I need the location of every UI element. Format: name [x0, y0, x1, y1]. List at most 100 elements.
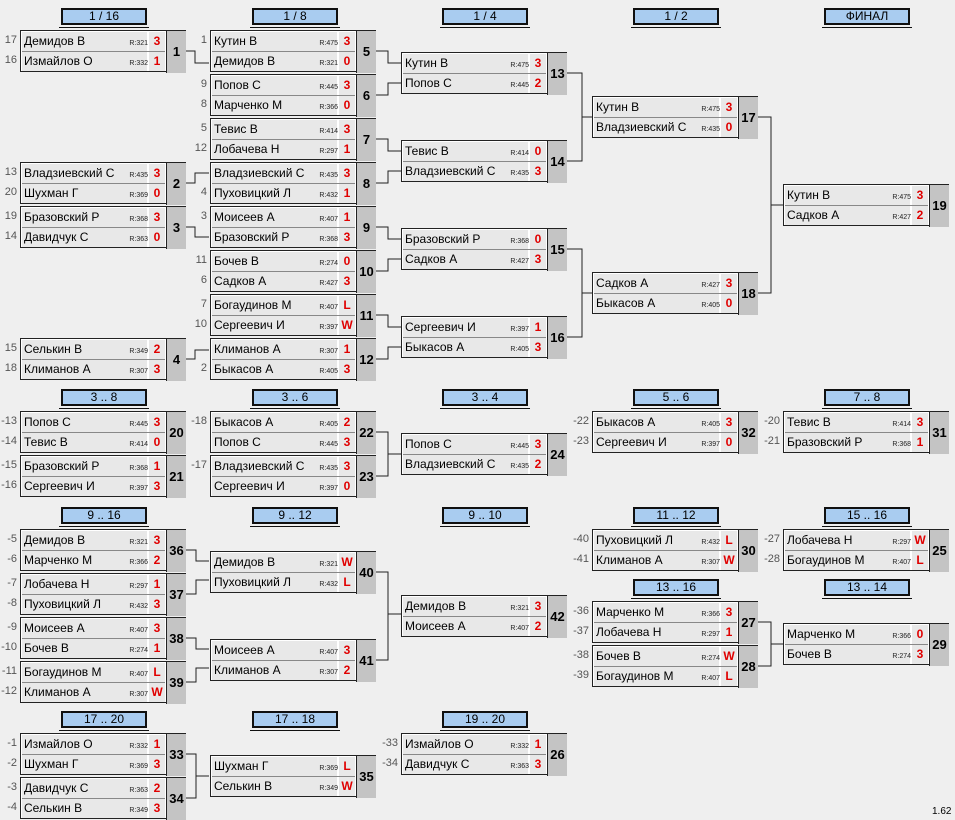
player-row: Бразовский Р R:368 0: [403, 230, 566, 249]
round-header-final: ФИНАЛ: [822, 8, 912, 28]
player-rating: R:369: [129, 763, 148, 770]
player-score: 3: [339, 120, 355, 139]
player-row: Селькин В R:349 2: [22, 340, 185, 359]
player-name: Владзиевский С: [594, 118, 719, 137]
seed-top: -20: [764, 415, 780, 427]
player-row: Давидчук С R:363 3: [403, 755, 566, 774]
player-rating: R:445: [510, 82, 529, 89]
player-name: Быкасов А: [594, 413, 719, 432]
match-box: Богаудинов М R:407 L Климанов А R:307 W …: [20, 661, 186, 704]
player-row: Марченко М R:366 3: [594, 603, 757, 622]
match-box: Бразовский Р R:368 0 Садков А R:427 3 15: [401, 228, 567, 271]
player-row: Быкасов А R:405 3: [594, 413, 757, 432]
match-number: 13: [547, 53, 567, 95]
player-score: 1: [339, 340, 355, 359]
player-name: Климанов А: [22, 683, 147, 702]
player-name: Лобачева Н: [594, 623, 719, 642]
player-rating: R:368: [319, 236, 338, 243]
player-row: Попов С R:445 3: [212, 76, 375, 95]
match-box: Кутин В R:475 3 Владзиевский С R:435 0 1…: [592, 96, 758, 139]
player-score: L: [912, 551, 928, 570]
player-name: Богаудинов М: [22, 663, 147, 682]
player-rating: R:349: [319, 785, 338, 792]
player-score: W: [912, 531, 928, 550]
player-rating: R:363: [129, 236, 148, 243]
player-rating: R:332: [129, 743, 148, 750]
seed-bottom: -12: [1, 685, 17, 697]
player-rating: R:332: [129, 60, 148, 67]
player-name: Попов С: [212, 76, 337, 95]
player-rating: R:407: [701, 675, 720, 682]
player-rating: R:432: [319, 192, 338, 199]
player-rating: R:435: [319, 465, 338, 472]
player-row: Селькин В R:349 3: [22, 799, 185, 818]
player-score: 3: [530, 597, 546, 616]
group-header-3-6: 3 .. 6: [250, 389, 340, 409]
round-header-1-8: 1 / 8: [250, 8, 340, 28]
match-box: Лобачева Н R:297 1 Пуховицкий Л R:432 3 …: [20, 573, 186, 616]
player-name: Кутин В: [785, 186, 910, 205]
version-label: 1.62: [932, 806, 952, 817]
player-name: Климанов А: [22, 360, 147, 379]
player-row: Сергеевич И R:397 0: [212, 477, 375, 496]
row-divider: [594, 550, 737, 551]
player-name: Быкасов А: [212, 413, 337, 432]
player-name: Климанов А: [594, 551, 719, 570]
player-name: Моисеев А: [22, 619, 147, 638]
row-divider: [212, 95, 355, 96]
match-box: Кутин В R:475 3 Садков А R:427 2 19: [783, 184, 949, 227]
player-name: Моисеев А: [403, 617, 528, 636]
match-box: Владзиевский С R:435 3 Пуховицкий Л R:43…: [210, 162, 376, 205]
player-rating: R:297: [892, 539, 911, 546]
player-rating: R:366: [129, 559, 148, 566]
player-score: 1: [149, 52, 165, 71]
player-score: 3: [721, 413, 737, 432]
row-divider: [22, 594, 165, 595]
player-score: 2: [149, 779, 165, 798]
player-rating: R:366: [892, 633, 911, 640]
player-score: L: [721, 531, 737, 550]
match-number: 19: [929, 185, 949, 227]
row-divider: [22, 476, 165, 477]
group-header-3-4: 3 .. 4: [440, 389, 530, 409]
player-row: Владзиевский С R:435 3: [22, 164, 185, 183]
seed-bottom: -37: [573, 625, 589, 637]
player-row: Бразовский Р R:368 3: [22, 208, 185, 227]
row-divider: [403, 454, 546, 455]
seed-bottom: 10: [194, 318, 207, 330]
player-rating: R:475: [892, 194, 911, 201]
match-number: 31: [929, 412, 949, 454]
player-score: 2: [530, 617, 546, 636]
match-number: 9: [356, 207, 376, 249]
match-box: Бразовский Р R:368 1 Сергеевич И R:397 3…: [20, 455, 186, 498]
match-number: 33: [166, 734, 186, 776]
seed-bottom: 6: [200, 274, 207, 286]
player-score: 3: [149, 413, 165, 432]
match-box: Селькин В R:349 2 Климанов А R:307 3 4: [20, 338, 186, 381]
player-row: Пуховицкий Л R:432 L: [594, 531, 757, 550]
seed-bottom: 2: [200, 362, 207, 374]
row-divider: [212, 432, 355, 433]
match-box: Тевис В R:414 3 Бразовский Р R:368 1 31: [783, 411, 949, 454]
seed-bottom: -21: [764, 435, 780, 447]
row-divider: [212, 660, 355, 661]
player-name: Шухман Г: [22, 755, 147, 774]
player-row: Богаудинов М R:407 L: [212, 296, 375, 315]
player-name: Тевис В: [212, 120, 337, 139]
round-header-1-2: 1 / 2: [631, 8, 721, 28]
player-rating: R:397: [319, 324, 338, 331]
match-number: 14: [547, 141, 567, 183]
match-number: 3: [166, 207, 186, 249]
player-name: Садков А: [594, 274, 719, 293]
player-name: Тевис В: [22, 433, 147, 452]
player-name: Демидов В: [22, 32, 147, 51]
player-score: 3: [339, 164, 355, 183]
match-number: 34: [166, 778, 186, 820]
player-score: 0: [721, 294, 737, 313]
seed-top: -36: [573, 605, 589, 617]
player-row: Марченко М R:366 2: [22, 551, 185, 570]
player-row: Моисеев А R:407 2: [403, 617, 566, 636]
player-row: Измайлов О R:332 1: [22, 52, 185, 71]
match-number: 7: [356, 119, 376, 161]
match-box: Быкасов А R:405 3 Сергеевич И R:397 0 32: [592, 411, 758, 454]
